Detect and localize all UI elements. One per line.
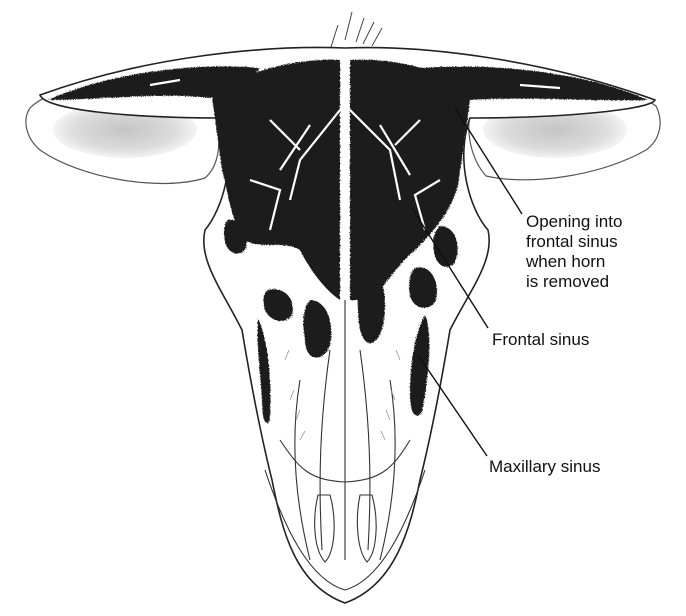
- label-opening-line-3: when horn: [526, 252, 622, 272]
- label-frontal-sinus: Frontal sinus: [492, 330, 589, 350]
- label-opening-line-2: frontal sinus: [526, 232, 622, 252]
- label-maxillary-sinus: Maxillary sinus: [489, 457, 600, 477]
- label-opening-into-frontal-sinus: Opening into frontal sinus when horn is …: [526, 212, 622, 292]
- label-opening-line-1: Opening into: [526, 212, 622, 232]
- label-opening-line-4: is removed: [526, 272, 622, 292]
- poll-hair: [330, 12, 382, 50]
